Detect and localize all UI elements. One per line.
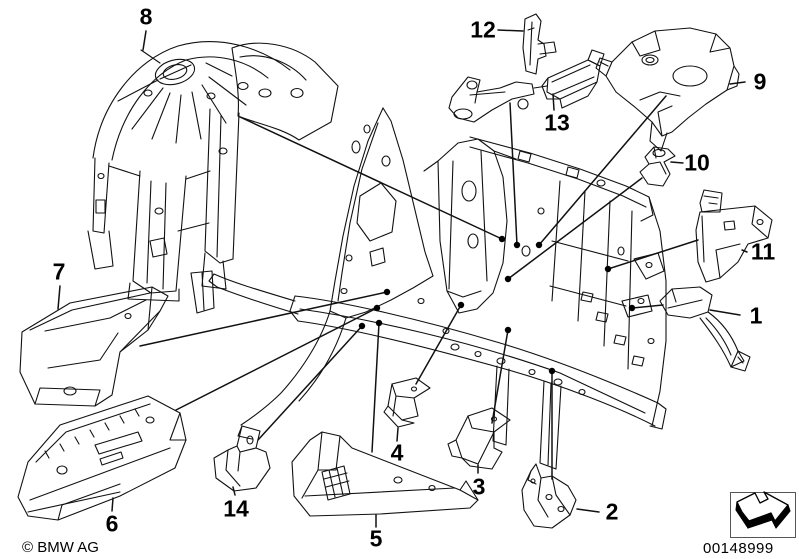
part-6-drawing [17, 395, 187, 521]
part-1-drawing [659, 286, 751, 372]
main-structure-drawing [190, 107, 667, 470]
part-14-drawing [213, 425, 271, 492]
part-2-drawing [521, 463, 577, 529]
callout-3[interactable]: 3 [472, 473, 486, 500]
callout-14[interactable]: 14 [223, 495, 249, 522]
callout-1[interactable]: 1 [749, 302, 763, 329]
part-12-drawing [522, 13, 557, 75]
part-4-drawing [383, 377, 431, 428]
part-7-drawing [19, 286, 169, 407]
part-3-drawing [447, 407, 511, 470]
callout-8[interactable]: 8 [139, 3, 153, 30]
leader-lines [57, 29, 748, 528]
image-number: 00148999 [703, 540, 774, 557]
part-10-drawing [639, 146, 676, 187]
part-8-drawing [87, 41, 339, 302]
callout-13[interactable]: 13 [544, 109, 570, 136]
callout-2[interactable]: 2 [605, 498, 619, 525]
part-5-drawing [291, 431, 479, 517]
part-11-drawing [695, 189, 773, 283]
callout-5[interactable]: 5 [369, 525, 383, 552]
part-9-drawing [595, 27, 740, 152]
callout-4[interactable]: 4 [390, 439, 404, 466]
callout-11[interactable]: 11 [750, 238, 776, 265]
direction-arrow-icon [730, 491, 796, 538]
callout-7[interactable]: 7 [52, 258, 66, 285]
callout-12[interactable]: 12 [470, 16, 496, 43]
callout-dots [358, 235, 636, 375]
callout-9[interactable]: 9 [753, 68, 767, 95]
copyright-text: © BMW AG [22, 539, 99, 556]
callout-6[interactable]: 6 [105, 510, 119, 537]
callout-10[interactable]: 10 [684, 149, 710, 176]
part-13-drawing [448, 49, 605, 123]
